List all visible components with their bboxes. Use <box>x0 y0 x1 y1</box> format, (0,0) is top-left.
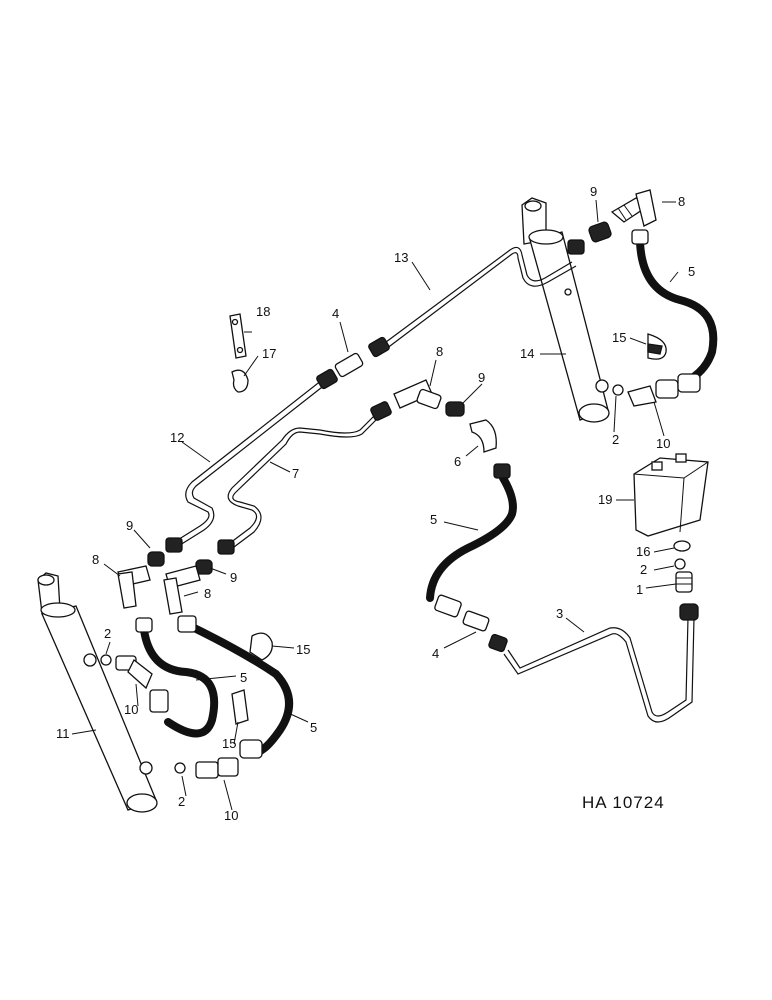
elbow-10-left-lower <box>195 757 239 779</box>
hose-5-left-inner <box>140 626 219 738</box>
callout-12: 12 <box>170 430 184 445</box>
nut-9-left-a <box>147 551 165 567</box>
cylinder-11 <box>37 572 158 813</box>
leader-lines <box>71 199 679 811</box>
tube-3 <box>503 617 695 723</box>
oring-2-upper-right <box>612 384 624 396</box>
callout-5-upper-right: 5 <box>688 264 695 279</box>
nut-tube-13 <box>567 239 585 255</box>
callout-15-left-lower: 15 <box>222 736 236 751</box>
callout-8-left-a: 8 <box>92 552 99 567</box>
elbow-8-upper-right <box>610 189 657 227</box>
hose-end-5-left-lower <box>149 689 169 713</box>
callout-7: 7 <box>292 466 299 481</box>
callout-2-left-lower: 2 <box>178 794 185 809</box>
drawing-id: HA 10724 <box>582 793 665 812</box>
callout-1: 1 <box>636 582 643 597</box>
elbow-6 <box>469 419 497 453</box>
callout-5-left-a: 5 <box>240 670 247 685</box>
callout-2-left-upper: 2 <box>104 626 111 641</box>
oring-2-right <box>674 558 686 570</box>
callout-10-upper-right: 10 <box>656 436 670 451</box>
callout-9-center: 9 <box>478 370 485 385</box>
callout-8-upper-right: 8 <box>678 194 685 209</box>
callout-11: 11 <box>56 726 70 741</box>
clamp-15-left-upper <box>249 632 273 661</box>
callout-2-right: 2 <box>640 562 647 577</box>
callout-9-left-b: 9 <box>230 570 237 585</box>
callout-3: 3 <box>556 606 563 621</box>
callout-4-upper: 4 <box>332 306 339 321</box>
oring-2-left-lower <box>174 762 186 774</box>
callout-19: 19 <box>598 492 612 507</box>
nut-tube-3 <box>679 603 699 621</box>
nut-tube-7 <box>217 539 235 555</box>
callout-9-left-a: 9 <box>126 518 133 533</box>
callout-10-left-upper: 10 <box>124 702 138 717</box>
callout-5-left-b: 5 <box>310 720 317 735</box>
nut-9-upper-right <box>588 221 612 243</box>
callout-14: 14 <box>520 346 534 361</box>
tee-8-center <box>370 379 442 421</box>
hose-end-5-left-inner <box>135 617 153 633</box>
hose-end-5-left-outer <box>177 615 197 633</box>
callout-18: 18 <box>256 304 270 319</box>
clamp-15-left-lower <box>231 689 249 725</box>
bracket-18 <box>229 313 247 359</box>
callout-13: 13 <box>394 250 408 265</box>
fitting-1 <box>675 571 693 593</box>
nut-9-left-b <box>195 559 213 575</box>
callout-15-left-upper: 15 <box>296 642 310 657</box>
hose-5-upper-right <box>636 238 718 390</box>
hose-end-5-center-top <box>493 463 511 479</box>
callout-8-left-b: 8 <box>204 586 211 601</box>
elbow-8-left-b <box>163 565 201 615</box>
callout-15-upper-right: 15 <box>612 330 626 345</box>
callout-16: 16 <box>636 544 650 559</box>
nut-tube-12 <box>165 537 183 553</box>
hose-end-5-left-bottom <box>239 739 263 759</box>
callout-6: 6 <box>454 454 461 469</box>
elbow-10-left-upper <box>115 655 153 690</box>
callout-5-center: 5 <box>430 512 437 527</box>
elbow-8-left-a <box>117 565 151 609</box>
callout-10-left-lower: 10 <box>224 808 238 823</box>
oring-2-left-upper <box>100 654 112 666</box>
clamp-15-upper-right <box>647 333 667 360</box>
washer-16 <box>673 540 691 552</box>
block-19 <box>633 453 709 537</box>
tube-7 <box>225 411 381 551</box>
tube-12 <box>167 379 327 551</box>
elbow-10-upper-right <box>627 373 701 407</box>
tube-13 <box>381 246 577 350</box>
cylinder-14 <box>521 197 610 423</box>
coupling-4-upper <box>316 336 390 390</box>
callout-2-upper-right: 2 <box>612 432 619 447</box>
callout-9-upper-right: 9 <box>590 184 597 199</box>
callout-labels: 13 4 8 9 9 8 5 15 14 2 10 19 16 2 1 3 4 … <box>56 184 695 823</box>
nut-9-center <box>445 401 465 417</box>
hose-5-center <box>426 474 517 602</box>
hose-end-5-top <box>631 229 649 245</box>
coupling-4-lower <box>434 594 508 653</box>
callout-17: 17 <box>262 346 276 361</box>
callout-8-center: 8 <box>436 344 443 359</box>
callout-4-lower: 4 <box>432 646 439 661</box>
hose-5-left-outer <box>182 620 294 757</box>
